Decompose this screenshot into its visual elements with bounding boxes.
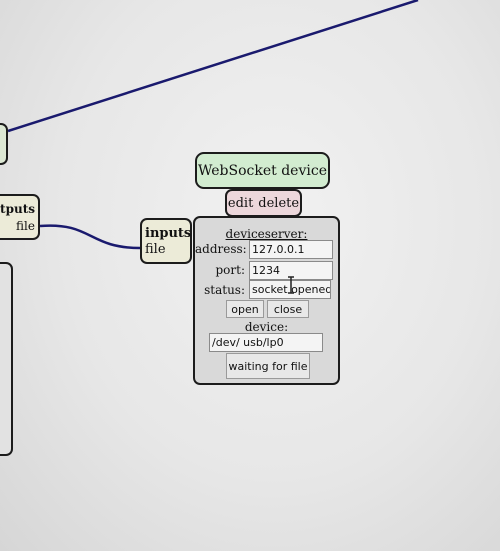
inputs-title: inputs	[145, 226, 192, 241]
node-title-label: WebSocket device	[198, 162, 327, 179]
port-label: port:	[215, 263, 245, 277]
close-button[interactable]: close	[267, 300, 309, 318]
status-label: status:	[204, 283, 245, 297]
outputs-node[interactable]: atputs file	[0, 194, 40, 240]
inputs-port-file[interactable]: file	[145, 242, 166, 257]
device-panel: deviceserver: address: 127.0.0.1 port: 1…	[193, 216, 340, 385]
address-field[interactable]: 127.0.0.1	[249, 240, 333, 259]
delete-button[interactable]: delete	[258, 195, 300, 211]
address-label: address:	[195, 242, 247, 256]
device-path-field[interactable]: /dev/ usb/lp0	[209, 333, 323, 352]
inputs-node[interactable]: inputs file	[140, 218, 192, 264]
text-cursor-icon	[288, 276, 294, 294]
wire-file-connection	[39, 224, 141, 250]
edit-button[interactable]: edit	[227, 195, 254, 211]
wire-top-left	[7, 0, 419, 133]
device-heading: device:	[244, 320, 289, 334]
left-long-node-partial[interactable]	[0, 262, 13, 456]
deviceserver-heading: deviceserver:	[225, 227, 308, 241]
outputs-title: atputs	[0, 202, 35, 216]
websocket-device-title[interactable]: WebSocket device	[195, 152, 330, 189]
left-node-partial[interactable]	[0, 123, 8, 165]
outputs-port-file[interactable]: file	[16, 219, 35, 233]
edit-toolbar: edit delete	[225, 189, 302, 217]
open-button[interactable]: open	[226, 300, 264, 318]
waiting-for-file-button[interactable]: waiting for file	[226, 353, 310, 379]
